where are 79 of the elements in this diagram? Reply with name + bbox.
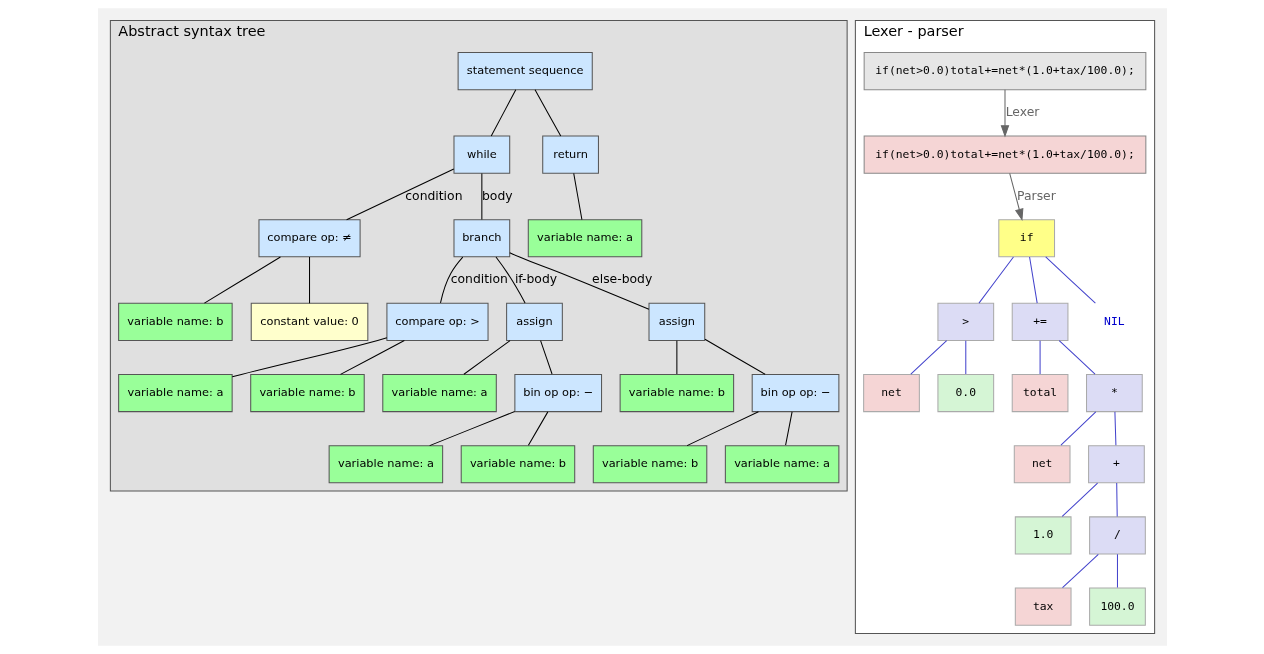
node-box: variable name: a bbox=[381, 373, 497, 413]
connector bbox=[1059, 411, 1096, 446]
node-box: * bbox=[1085, 373, 1143, 413]
node-box: assign bbox=[648, 302, 705, 341]
node-box: += bbox=[1011, 302, 1068, 341]
node-box: bin op op: − bbox=[513, 373, 602, 413]
connector bbox=[1113, 411, 1116, 446]
node-box: net bbox=[862, 373, 920, 413]
node-box: variable name: b bbox=[249, 373, 365, 413]
node-box: return bbox=[541, 135, 599, 174]
node-box: statement sequence bbox=[457, 52, 593, 91]
connector bbox=[1061, 482, 1098, 517]
connector bbox=[534, 89, 561, 137]
node-box: if(net>0.0)total+=net*(1.0+tax/100.0); bbox=[863, 52, 1146, 91]
node-box: if(net>0.0)total+=net*(1.0+tax/100.0); bbox=[863, 135, 1146, 174]
edge-label: condition bbox=[450, 272, 508, 287]
connector bbox=[1116, 553, 1118, 589]
connector bbox=[428, 411, 515, 447]
connector bbox=[308, 256, 310, 304]
edge-label: if-body bbox=[514, 272, 557, 287]
node-box: variable name: b bbox=[117, 302, 233, 341]
connector bbox=[1039, 340, 1041, 375]
connector bbox=[480, 172, 482, 221]
node-box: variable name: a bbox=[527, 219, 642, 258]
node-box: net bbox=[1013, 445, 1071, 484]
connector bbox=[494, 256, 526, 304]
node-box: 100.0 bbox=[1088, 587, 1146, 626]
connector bbox=[909, 340, 947, 375]
node-box: variable name: a bbox=[117, 373, 233, 413]
node-box: + bbox=[1087, 445, 1145, 484]
node-box: / bbox=[1088, 516, 1146, 555]
connector bbox=[1115, 482, 1118, 517]
edge-label: Parser bbox=[1016, 188, 1056, 203]
connector bbox=[462, 340, 511, 375]
node-box: compare op: ≠ bbox=[257, 219, 361, 258]
connector bbox=[339, 340, 405, 375]
connector bbox=[572, 172, 582, 221]
node-box: tax bbox=[1014, 587, 1072, 626]
node-box: constant value: 0 bbox=[250, 302, 368, 341]
node-box: 0.0 bbox=[936, 373, 994, 413]
node-box: while bbox=[452, 135, 510, 174]
connector bbox=[539, 340, 553, 375]
node-box: variable name: b bbox=[619, 373, 734, 413]
connector bbox=[508, 252, 649, 310]
connector bbox=[345, 168, 454, 221]
arrow bbox=[1000, 89, 1009, 138]
node-text: NIL bbox=[1103, 313, 1125, 328]
node-box: variable name: a bbox=[724, 445, 839, 484]
edge-label: body bbox=[481, 188, 513, 203]
connector bbox=[964, 340, 966, 375]
node-box: bin op op: − bbox=[751, 373, 839, 413]
edge-label: condition bbox=[404, 188, 462, 203]
edge-label: Lexer bbox=[1005, 105, 1039, 120]
node-box: 1.0 bbox=[1014, 516, 1072, 555]
node-box: > bbox=[936, 302, 994, 341]
connector bbox=[1058, 340, 1096, 375]
connector bbox=[1028, 256, 1038, 304]
node-box: compare op: > bbox=[385, 302, 489, 341]
arrow bbox=[1008, 172, 1023, 222]
connector bbox=[703, 338, 766, 375]
edge-label: else-body bbox=[591, 272, 652, 287]
connector bbox=[203, 256, 281, 304]
node-box: total bbox=[1011, 373, 1068, 413]
connector bbox=[231, 337, 387, 378]
node-box: variable name: a bbox=[328, 445, 443, 484]
node-box: assign bbox=[505, 302, 563, 341]
connector bbox=[675, 340, 677, 375]
node-box: variable name: b bbox=[460, 445, 575, 484]
connector bbox=[977, 256, 1014, 304]
node-box: branch bbox=[452, 219, 510, 258]
connector bbox=[439, 256, 463, 304]
connector bbox=[1044, 256, 1096, 304]
connector bbox=[490, 89, 516, 137]
node-box: variable name: b bbox=[592, 445, 707, 484]
connector bbox=[686, 411, 759, 447]
connector bbox=[1061, 553, 1099, 589]
node-box: if bbox=[997, 219, 1055, 258]
connector bbox=[527, 411, 548, 446]
connector bbox=[784, 411, 793, 446]
